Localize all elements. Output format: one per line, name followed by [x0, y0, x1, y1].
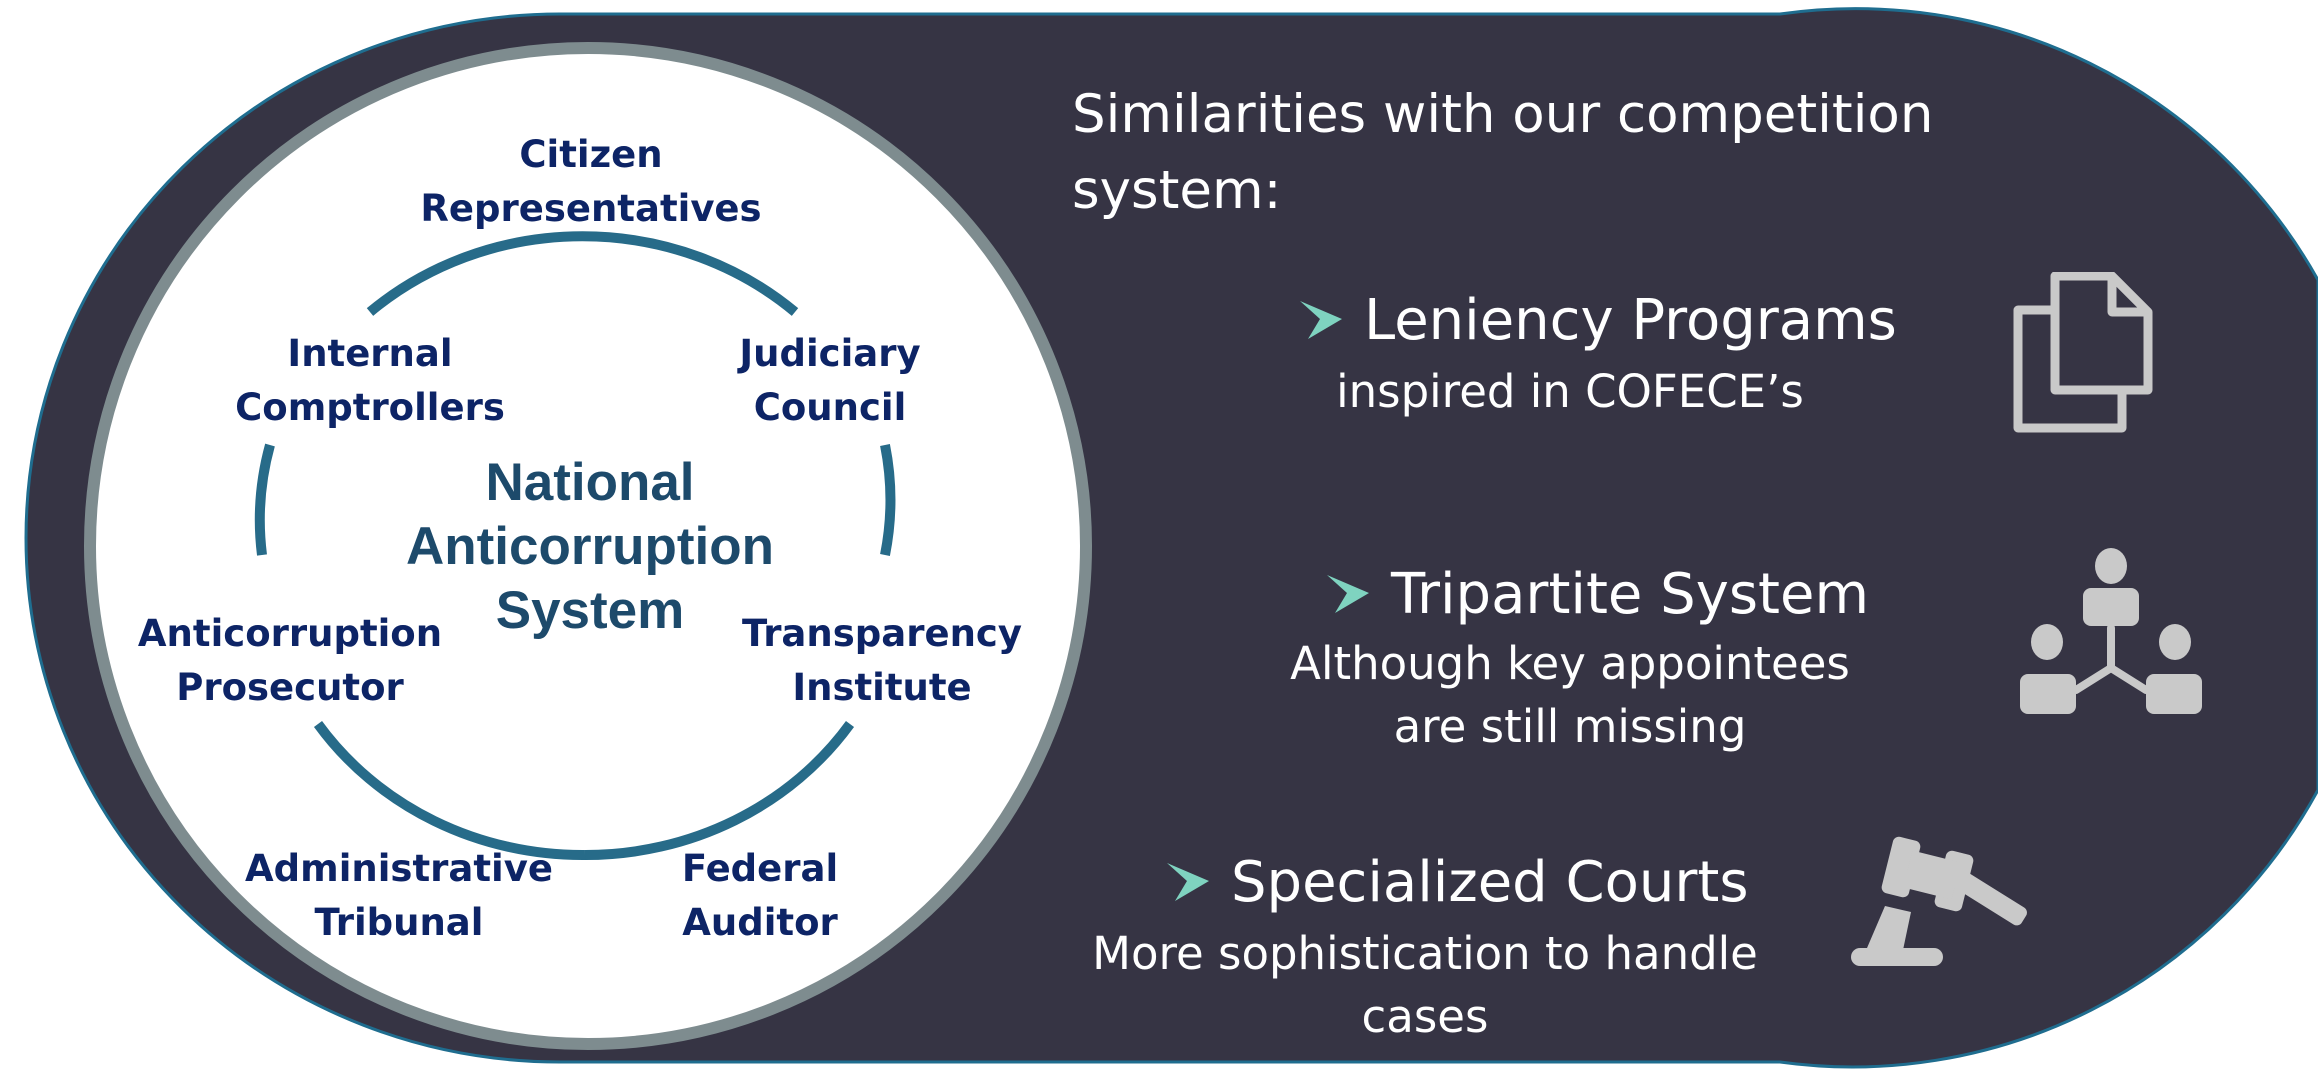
arrow-bullet-icon: [1327, 575, 1369, 613]
node-administrative-tribunal: Administrative Tribunal: [234, 842, 564, 950]
item-specialized-courts-title: Specialized Courts: [1165, 850, 1749, 916]
node-judiciary-council: Judiciary Council: [680, 327, 980, 435]
item-title-text: Specialized Courts: [1231, 850, 1749, 915]
node-line: Prosecutor: [176, 666, 404, 709]
node-anticorruption-prosecutor: Anticorruption Prosecutor: [130, 607, 450, 715]
node-line: Auditor: [682, 901, 838, 944]
item-sub-line: cases: [1361, 990, 1489, 1043]
item-sub-line: More sophistication to handle: [1092, 927, 1758, 980]
heading-line-1: Similarities with our competition: [1072, 84, 1934, 145]
node-line: Administrative: [245, 847, 553, 890]
node-federal-auditor: Federal Auditor: [660, 842, 860, 950]
node-line: Institute: [792, 666, 972, 709]
arrow-bullet-icon: [1167, 863, 1209, 901]
node-transparency-institute: Transparency Institute: [742, 607, 1022, 715]
documents-icon: [2013, 272, 2153, 433]
ring-arc-bottom-right: [584, 721, 855, 861]
node-line: Citizen: [519, 133, 663, 176]
panel-heading: Similarities with our competition system…: [1072, 77, 2072, 229]
item-sub-line: Although key appointees: [1290, 637, 1850, 690]
ring-arc-bottom-left: [313, 721, 586, 861]
ring-arc-left: [254, 443, 275, 556]
item-title-text: Tripartite System: [1391, 562, 1869, 627]
node-line: Anticorruption: [137, 612, 443, 655]
node-line: Council: [753, 386, 907, 429]
node-internal-comptrollers: Internal Comptrollers: [220, 327, 520, 435]
item-tripartite-system-sub: Although key appointees are still missin…: [1270, 632, 1870, 758]
item-leniency-programs-sub: inspired in COFECE’s: [1270, 360, 1870, 423]
org-chart-icon: [2020, 548, 2202, 714]
center-line-1: National: [485, 453, 695, 512]
diagram-center-label: National Anticorruption System: [390, 451, 790, 643]
center-line-2: Anticorruption: [406, 517, 774, 576]
node-line: Representatives: [420, 187, 762, 230]
item-specialized-courts-sub: More sophistication to handle cases: [1050, 922, 1800, 1048]
ring-arc-right: [880, 444, 896, 556]
item-leniency-programs-title: Leniency Programs: [1298, 288, 1897, 354]
node-line: Federal: [681, 847, 839, 890]
node-line: Comptrollers: [235, 386, 505, 429]
diagram-circle: [84, 42, 1092, 1050]
node-line: Tribunal: [314, 901, 484, 944]
item-title-text: Leniency Programs: [1364, 288, 1897, 353]
heading-line-2: system:: [1072, 160, 1282, 221]
ring-arc-top: [366, 231, 799, 316]
node-line: Transparency: [742, 612, 1022, 655]
inner-ring: [254, 231, 896, 861]
node-line: Internal: [287, 332, 453, 375]
node-citizen-representatives: Citizen Representatives: [391, 128, 791, 236]
item-sub-line: inspired in COFECE’s: [1336, 365, 1804, 418]
arrow-bullet-icon: [1300, 301, 1342, 339]
item-tripartite-system-title: Tripartite System: [1325, 562, 1869, 628]
center-line-3: System: [495, 581, 685, 640]
node-line: Judiciary: [739, 332, 921, 375]
item-sub-line: are still missing: [1393, 700, 1747, 753]
gavel-icon: [1851, 836, 2027, 966]
